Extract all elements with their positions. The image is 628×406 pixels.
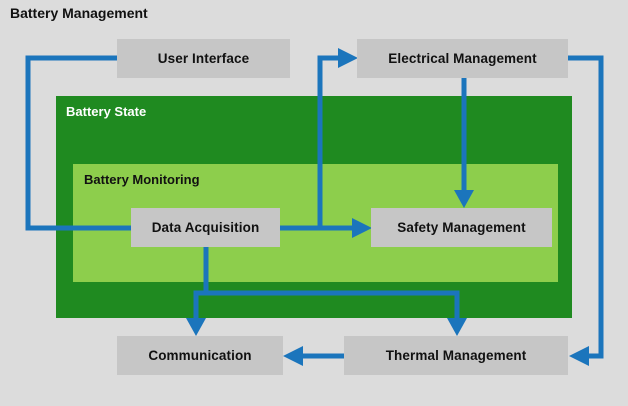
connection-thermal-management-to-communication [283,346,344,366]
connection-data-acquisition-to-safety-management [280,218,372,238]
node-electrical-management[interactable]: Electrical Management [357,39,568,78]
node-communication[interactable]: Communication [117,336,283,375]
group-battery-monitoring-label: Battery Monitoring [84,172,200,187]
diagram-title: Battery Management [10,5,148,21]
connection-electrical-management-to-thermal-management [568,55,604,366]
connection-electrical-management-to-safety-management [454,78,474,208]
node-safety-management[interactable]: Safety Management [371,208,552,247]
group-battery-state-label: Battery State [66,104,147,119]
node-user-interface[interactable]: User Interface [117,39,290,78]
connection-data-acquisition-to-electrical-management [317,48,358,228]
node-thermal-management[interactable]: Thermal Management [344,336,568,375]
node-data-acquisition[interactable]: Data Acquisition [131,208,280,247]
connection-data-acquisition-to-thermal-management [196,290,467,336]
